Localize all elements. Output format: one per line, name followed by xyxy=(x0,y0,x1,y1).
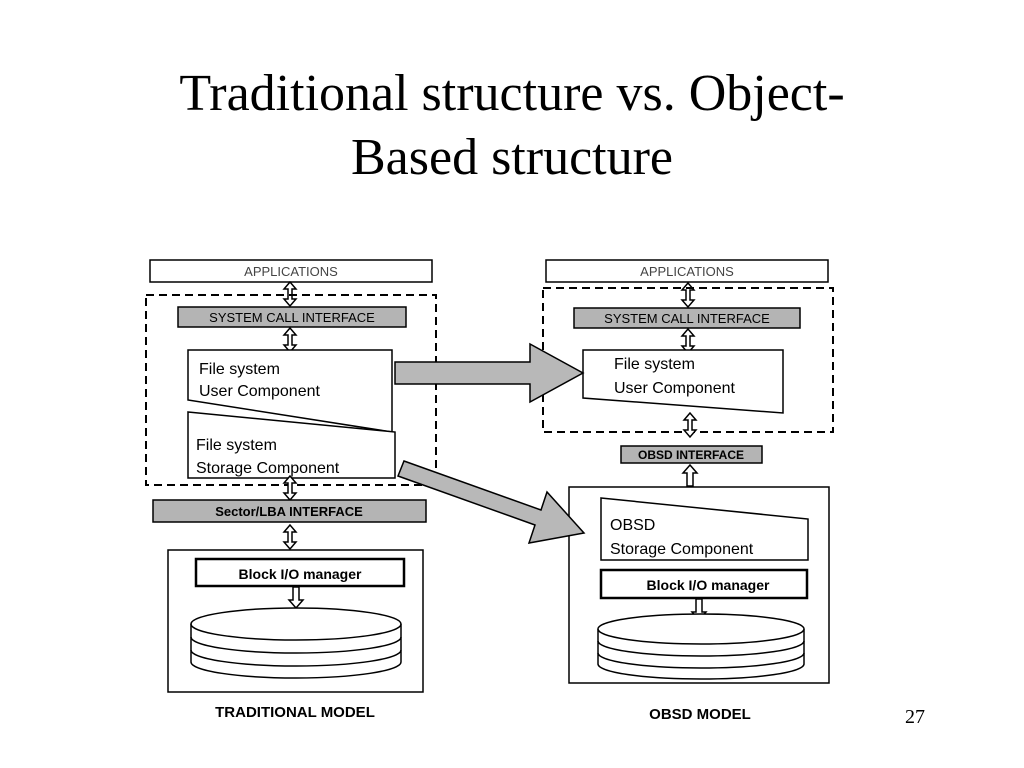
obsd-arrow-interface-storage xyxy=(682,464,698,487)
obsd-arrow-apps-syscall xyxy=(681,282,695,308)
obsd-interface-label: OBSD INTERFACE xyxy=(638,448,744,462)
obsd-caption: OBSD MODEL xyxy=(649,706,751,723)
obsd-interface-box xyxy=(620,445,763,464)
obsd-system-call-interface-box xyxy=(573,307,801,329)
trad-block-io-box xyxy=(194,557,406,588)
trad-fs-storage-component-box xyxy=(187,411,396,479)
trad-block-io-label: Block I/O manager xyxy=(239,566,362,582)
trad-arrow-storage-sector xyxy=(283,475,297,501)
slide-title-line2: Based structure xyxy=(350,129,673,186)
obsd-disk-stack-icon xyxy=(597,613,805,680)
trad-arrow-syscall-fs xyxy=(283,327,297,353)
trad-fs-storage-line1: File system xyxy=(196,437,277,454)
obsd-storage-line2: Storage Component xyxy=(610,541,754,558)
obsd-block-io-label: Block I/O manager xyxy=(647,577,770,593)
obsd-model: APPLICATIONS SYSTEM CALL INTERFACE File … xyxy=(542,259,834,723)
obsd-system-call-interface-label: SYSTEM CALL INTERFACE xyxy=(604,311,770,326)
trad-system-call-interface-box xyxy=(177,306,407,328)
trad-applications-label: APPLICATIONS xyxy=(244,264,338,279)
obsd-fs-user-component-box xyxy=(582,349,784,414)
trad-disk-stack-icon xyxy=(190,607,402,679)
slide-title: Traditional structure vs. Object- Based … xyxy=(0,62,1024,190)
trad-caption: TRADITIONAL MODEL xyxy=(215,704,375,721)
obsd-storage-line1: OBSD xyxy=(610,517,655,534)
obsd-arrow-fs-interface xyxy=(683,412,697,438)
slide-title-line1: Traditional structure vs. Object- xyxy=(179,65,845,122)
obsd-applications-box xyxy=(545,259,829,283)
trad-sector-interface-label: Sector/LBA INTERFACE xyxy=(215,504,363,519)
trad-sector-interface-box xyxy=(152,499,427,523)
trad-arrow-sector-block xyxy=(283,524,297,550)
traditional-model: APPLICATIONS SYSTEM CALL INTERFACE File … xyxy=(145,259,437,721)
trad-applications-box xyxy=(149,259,433,283)
obsd-applications-label: APPLICATIONS xyxy=(640,264,734,279)
obsd-block-io-box xyxy=(599,568,809,600)
page-number: 27 xyxy=(905,706,925,728)
trad-fs-storage-line2: Storage Component xyxy=(196,460,340,477)
migration-arrow-storage-component xyxy=(397,460,586,544)
obsd-fs-user-line2: User Component xyxy=(614,380,736,397)
trad-fs-user-line2: User Component xyxy=(199,383,321,400)
migration-arrow-user-component xyxy=(394,342,585,404)
obsd-fs-user-line1: File system xyxy=(614,356,695,373)
obsd-storage-component-box xyxy=(600,497,809,561)
trad-system-call-interface-label: SYSTEM CALL INTERFACE xyxy=(209,310,375,325)
trad-fs-user-line1: File system xyxy=(199,361,280,378)
